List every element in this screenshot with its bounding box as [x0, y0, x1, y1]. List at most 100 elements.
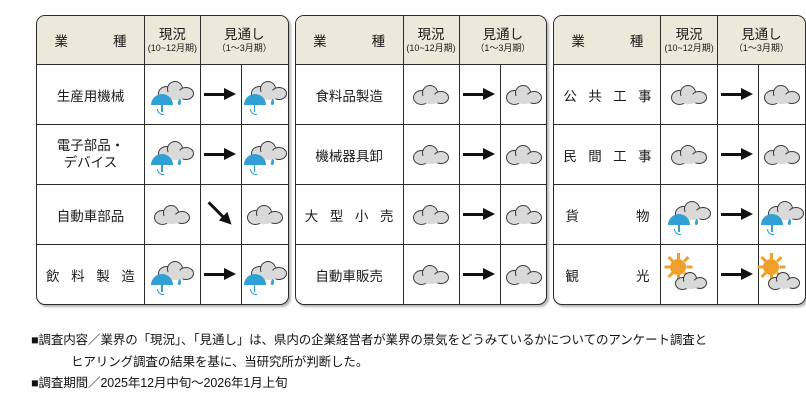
cell-outlook-weather: [241, 64, 288, 125]
cell-outlook-weather: [758, 64, 806, 125]
cell-outlook-weather: [241, 244, 288, 304]
rain-umbrella-icon: [243, 136, 287, 175]
arrow-right-icon: [721, 265, 755, 283]
cell-industry-name: 生産用機械: [37, 64, 145, 125]
table-row: 民間工事: [554, 124, 806, 185]
cell-current-weather: [660, 124, 718, 185]
sun-behind-cloud-icon: [664, 252, 711, 294]
cell-outlook-weather: [758, 184, 806, 245]
cell-current-weather: [143, 244, 201, 304]
cell-industry-name: 自動車販売: [295, 244, 404, 304]
table-row: 機械器具卸: [295, 124, 547, 185]
survey-table-commerce: 業種現況(10~12月期)見通し（1～3月期）食料品製造機械器具卸大型小売自動車…: [294, 15, 548, 305]
cloudy-icon: [243, 196, 287, 234]
column-header-current: 現況(10~12月期): [143, 16, 201, 65]
cloudy-icon: [760, 136, 804, 174]
cloudy-icon: [760, 76, 804, 114]
column-header-industry: 業種: [37, 16, 145, 65]
cell-current-weather: [660, 184, 718, 245]
cell-trend-arrow: [199, 244, 243, 304]
cell-industry-name: 電子部品・デバイス: [37, 124, 145, 185]
rain-umbrella-icon: [667, 196, 712, 235]
arrow-right-icon: [462, 265, 497, 283]
survey-table-construction-services: 業種現況(10~12月期)見通し（1～3月期）公共工事民間工事貨物観光: [553, 15, 806, 305]
sun-behind-cloud-icon: [757, 252, 804, 294]
cell-outlook-weather: [757, 244, 806, 304]
arrow-right-icon: [203, 145, 238, 163]
table-header-row: 業種現況(10~12月期)見通し（1～3月期）: [554, 16, 806, 65]
cell-outlook-weather: [758, 124, 806, 185]
cell-outlook-weather: [499, 244, 547, 304]
note-line-1: ■調査内容／業界の「現況」、「見通し」は、県内の企業経営者が業界の景気をどうみて…: [31, 333, 708, 347]
table-row: 大型小売: [295, 184, 547, 245]
cloudy-icon: [667, 136, 711, 174]
cell-current-weather: [402, 244, 460, 304]
cell-trend-arrow: [458, 64, 501, 125]
arrow-right-icon: [462, 85, 497, 103]
survey-table-manufacturing: 業種現況(10~12月期)見通し（1～3月期）生産用機械電子部品・デバイス自動車…: [36, 15, 289, 305]
cell-current-weather: [143, 124, 201, 185]
cell-industry-name: 観光: [554, 244, 662, 304]
cell-outlook-weather: [241, 184, 288, 245]
cloudy-icon: [150, 196, 194, 234]
arrow-right-icon: [203, 85, 238, 103]
cloudy-icon: [409, 256, 453, 294]
arrow-down-right-icon: [203, 196, 240, 233]
cell-current-weather: [402, 64, 460, 125]
column-header-outlook: 見通し（1～3月期）: [458, 16, 547, 65]
cell-outlook-weather: [499, 184, 547, 245]
cell-trend-arrow: [458, 124, 501, 185]
cell-trend-arrow: [716, 244, 760, 304]
arrow-right-icon: [721, 145, 755, 163]
table-row: 貨物: [554, 184, 806, 245]
cell-current-weather: [660, 64, 718, 125]
cell-trend-arrow: [458, 184, 501, 245]
cell-industry-name: 自動車部品: [37, 184, 145, 245]
cell-current-weather: [402, 184, 460, 245]
cell-current-weather: [660, 244, 718, 304]
cell-industry-name: 民間工事: [554, 124, 662, 185]
cloudy-icon: [502, 196, 546, 234]
cell-industry-name: 飲料製造: [37, 244, 145, 304]
table-row: 生産用機械: [37, 64, 288, 125]
cloudy-icon: [409, 136, 453, 174]
cell-current-weather: [143, 64, 201, 125]
table-header-row: 業種現況(10~12月期)見通し（1～3月期）: [295, 16, 547, 65]
rain-umbrella-icon: [150, 256, 195, 295]
cell-current-weather: [143, 184, 201, 245]
arrow-right-icon: [462, 145, 497, 163]
cloudy-icon: [409, 196, 453, 234]
cell-trend-arrow: [716, 64, 760, 125]
table-row: 観光: [554, 244, 806, 304]
cell-industry-name: 大型小売: [295, 184, 404, 245]
cell-trend-arrow: [716, 124, 760, 185]
cell-industry-name: 貨物: [554, 184, 662, 245]
footnotes: ■調査内容／業界の「現況」、「見通し」は、県内の企業経営者が業界の景気をどうみて…: [31, 330, 781, 395]
rain-umbrella-icon: [243, 76, 287, 115]
column-header-industry: 業種: [295, 16, 404, 65]
cloudy-icon: [409, 76, 453, 114]
cell-outlook-weather: [241, 124, 288, 185]
table-row: 公共工事: [554, 64, 806, 125]
cell-trend-arrow: [199, 124, 243, 185]
cloudy-icon: [502, 256, 546, 294]
rain-umbrella-icon: [760, 196, 805, 235]
cell-industry-name: 食料品製造: [295, 64, 404, 125]
column-header-current: 現況(10~12月期): [402, 16, 460, 65]
cell-industry-name: 機械器具卸: [295, 124, 404, 185]
table-row: 自動車販売: [295, 244, 547, 304]
cell-trend-arrow: [199, 184, 243, 245]
column-header-industry: 業種: [554, 16, 662, 65]
cell-current-weather: [402, 124, 460, 185]
rain-umbrella-icon: [150, 76, 195, 115]
rain-umbrella-icon: [243, 256, 287, 295]
arrow-right-icon: [721, 205, 755, 223]
table-row: 自動車部品: [37, 184, 288, 245]
column-header-current: 現況(10~12月期): [660, 16, 718, 65]
cell-trend-arrow: [199, 64, 243, 125]
table-header-row: 業種現況(10~12月期)見通し（1～3月期）: [37, 16, 288, 65]
table-row: 飲料製造: [37, 244, 288, 304]
cell-outlook-weather: [499, 64, 547, 125]
note-line-3: ■調査期間／2025年12月中旬～2026年1月上旬: [31, 376, 288, 390]
cloudy-icon: [502, 76, 546, 114]
